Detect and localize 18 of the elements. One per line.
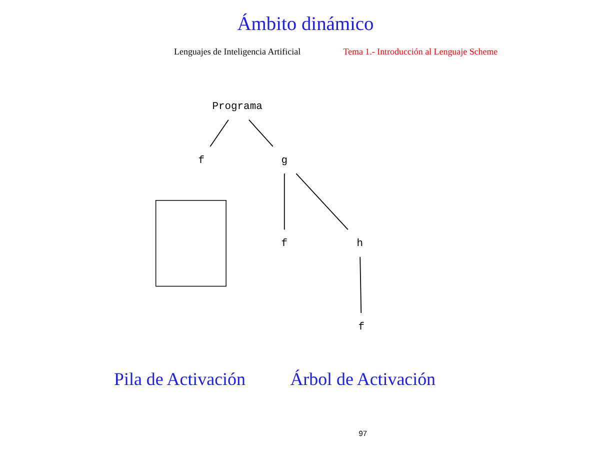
connector [360, 256, 362, 314]
node-text: g [281, 154, 288, 167]
node-text: Programa [212, 100, 262, 113]
node-text: f [358, 321, 365, 334]
connector [210, 119, 229, 147]
node-text: f [281, 238, 288, 250]
label: Árbol de Activación [290, 369, 436, 390]
node-box [155, 200, 226, 287]
label: Tema 1.- Introducción al Lenguaje Scheme [343, 46, 498, 57]
connector [248, 119, 274, 147]
node-text: h [356, 238, 364, 250]
node-text: f [198, 154, 205, 167]
label: 97 [358, 429, 368, 438]
label: Pila de Activación [114, 369, 246, 390]
connector [284, 173, 285, 230]
diagram-title: Ámbito dinámico [237, 14, 374, 35]
connector [296, 173, 348, 230]
label: Lenguajes de Inteligencia Artificial [174, 46, 301, 57]
